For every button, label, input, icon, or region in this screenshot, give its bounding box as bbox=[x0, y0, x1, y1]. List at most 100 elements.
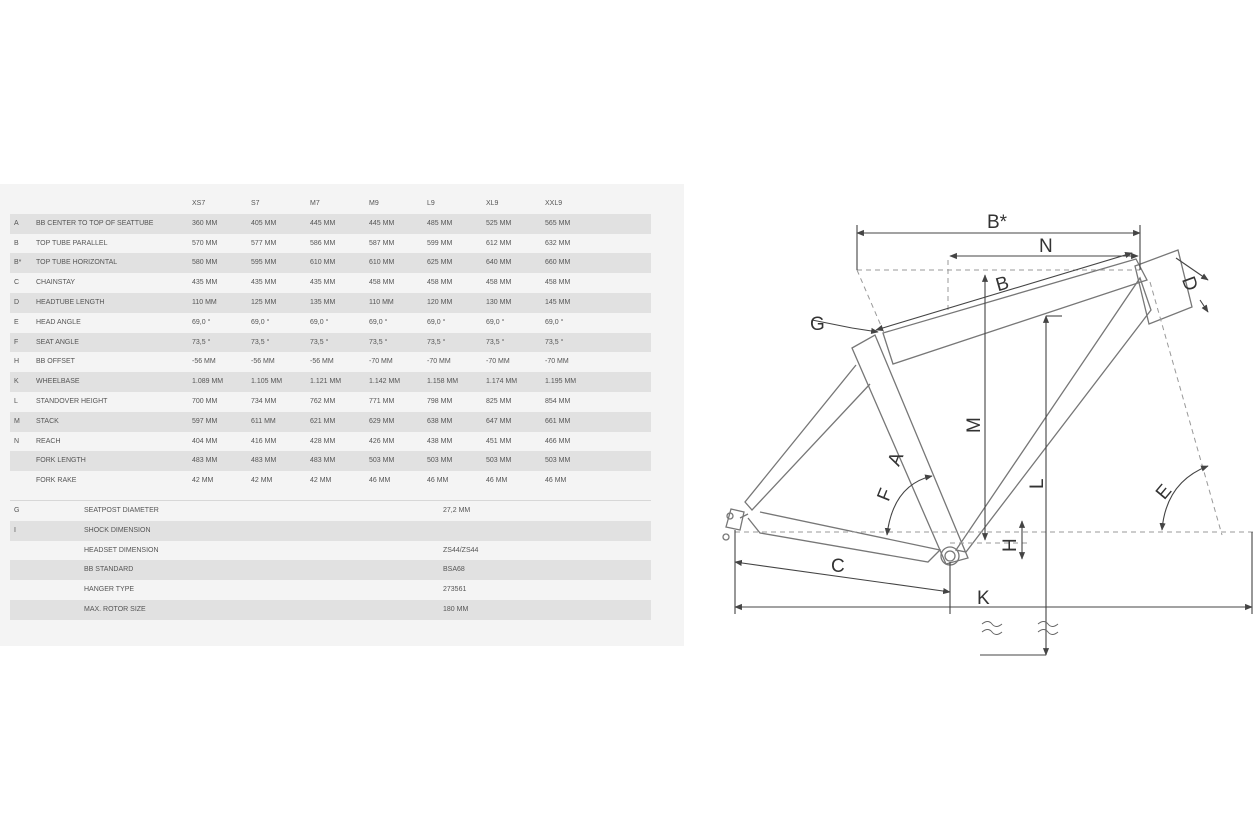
bike-frame bbox=[722, 249, 1193, 566]
spec-row: BB STANDARD BSA68 bbox=[10, 560, 651, 581]
row-name: SEAT ANGLE bbox=[36, 338, 79, 346]
row-value: 854 MM bbox=[545, 397, 571, 405]
row-value: 69,0 ° bbox=[486, 318, 505, 326]
row-value: 640 MM bbox=[486, 259, 512, 267]
row-value: 825 MM bbox=[486, 397, 512, 405]
spec-row: MAX. ROTOR SIZE 180 MM bbox=[10, 599, 651, 620]
row-value: 1.121 MM bbox=[310, 378, 342, 386]
size-header-4: L9 bbox=[427, 200, 435, 207]
row-value: 466 MM bbox=[545, 437, 571, 445]
row-name: BB OFFSET bbox=[36, 358, 75, 366]
seat-stay bbox=[744, 364, 871, 511]
row-value: 110 MM bbox=[192, 298, 217, 306]
spec-value: 180 MM bbox=[443, 605, 469, 613]
row-value: 700 MM bbox=[192, 397, 218, 405]
break-marks bbox=[981, 621, 1059, 635]
row-value: 435 MM bbox=[310, 279, 336, 287]
row-value: 69,0 ° bbox=[545, 318, 564, 326]
row-value: -70 MM bbox=[427, 358, 451, 366]
row-value: 638 MM bbox=[427, 417, 453, 425]
row-value: 360 MM bbox=[192, 219, 218, 227]
row-value: 435 MM bbox=[192, 279, 218, 287]
row-value: 73,5 ° bbox=[310, 338, 329, 346]
row-key: N bbox=[14, 437, 20, 445]
row-value: 73,5 ° bbox=[545, 338, 564, 346]
row-value: 125 MM bbox=[251, 298, 277, 306]
row-value: 1.142 MM bbox=[369, 378, 401, 386]
row-value: 525 MM bbox=[486, 219, 512, 227]
row-value: 599 MM bbox=[427, 239, 453, 247]
row-value: 435 MM bbox=[251, 279, 277, 287]
row-value: 445 MM bbox=[310, 219, 336, 227]
spec-value: 273561 bbox=[443, 586, 467, 594]
row-value: 612 MM bbox=[486, 239, 512, 247]
row-value: 1.174 MM bbox=[486, 378, 518, 386]
label-h: H bbox=[1000, 538, 1021, 552]
size-header-6: XXL9 bbox=[545, 200, 563, 207]
row-value: 42 MM bbox=[251, 477, 273, 485]
label-a: A bbox=[884, 449, 908, 469]
dimension-lines bbox=[734, 225, 1253, 656]
spec-name: SEATPOST DIAMETER bbox=[84, 507, 159, 514]
row-value: 1.105 MM bbox=[251, 378, 283, 386]
spec-value: 27,2 MM bbox=[443, 507, 471, 514]
row-value: 734 MM bbox=[251, 397, 277, 405]
row-value: 570 MM bbox=[192, 239, 218, 247]
row-value: 771 MM bbox=[369, 397, 395, 405]
row-name: BB CENTER TO TOP OF SEATTUBE bbox=[36, 219, 154, 227]
row-value: 404 MM bbox=[192, 437, 218, 445]
row-value: 445 MM bbox=[369, 219, 395, 227]
row-value: 629 MM bbox=[369, 417, 395, 425]
spec-value: BSA68 bbox=[443, 566, 465, 574]
row-name: STACK bbox=[36, 417, 59, 425]
head-tube bbox=[1134, 249, 1193, 325]
label-c: C bbox=[831, 556, 845, 577]
row-name: CHAINSTAY bbox=[36, 279, 76, 287]
row-value: 503 MM bbox=[369, 457, 395, 465]
geometry-row: A BB CENTER TO TOP OF SEATTUBE 360 MM 405 M… bbox=[10, 213, 651, 234]
row-key: A bbox=[14, 219, 19, 227]
row-value: 69,0 ° bbox=[310, 318, 329, 326]
row-value: 485 MM bbox=[427, 219, 453, 227]
row-name: STANDOVER HEIGHT bbox=[36, 397, 108, 405]
row-value: 483 MM bbox=[251, 457, 277, 465]
row-name: FORK RAKE bbox=[36, 477, 77, 485]
table-divider bbox=[10, 500, 651, 501]
row-value: 135 MM bbox=[310, 298, 336, 306]
label-m: M bbox=[964, 417, 985, 433]
row-value: 405 MM bbox=[251, 219, 277, 227]
row-value: 610 MM bbox=[310, 259, 336, 267]
row-value: 428 MM bbox=[310, 437, 336, 445]
row-value: 483 MM bbox=[192, 457, 218, 465]
row-value: 438 MM bbox=[427, 437, 453, 445]
label-d: D bbox=[1177, 274, 1201, 294]
row-key: B bbox=[14, 239, 19, 247]
row-value: 416 MM bbox=[251, 437, 277, 445]
row-key: K bbox=[14, 378, 19, 386]
spec-name: BB STANDARD bbox=[84, 566, 134, 574]
row-value: 110 MM bbox=[369, 298, 394, 306]
row-value: 458 MM bbox=[486, 279, 512, 287]
label-g: G bbox=[810, 314, 825, 335]
frame-geometry-diagram: B* N B D G M A F L E H C K bbox=[722, 212, 1255, 656]
row-value: 73,5 ° bbox=[192, 338, 211, 346]
row-name: TOP TUBE PARALLEL bbox=[36, 239, 108, 247]
row-value: 426 MM bbox=[369, 437, 395, 445]
label-n: N bbox=[1039, 236, 1053, 257]
row-value: 458 MM bbox=[369, 279, 395, 287]
row-name: REACH bbox=[36, 437, 61, 445]
geometry-row: C CHAINSTAY 435 MM 435 MM 435 MM 458 MM 458 MM… bbox=[10, 273, 651, 293]
spec-name: MAX. ROTOR SIZE bbox=[84, 605, 146, 613]
row-key: C bbox=[14, 279, 20, 287]
row-key: E bbox=[14, 318, 19, 326]
row-value: -56 MM bbox=[192, 358, 216, 366]
row-value: 565 MM bbox=[545, 219, 571, 227]
